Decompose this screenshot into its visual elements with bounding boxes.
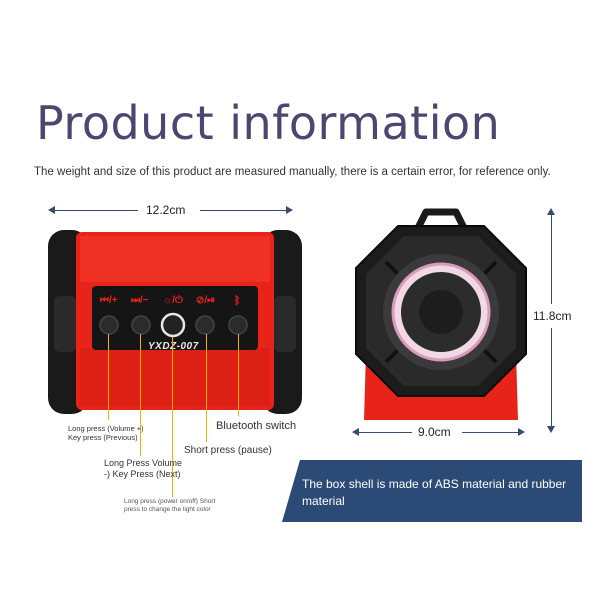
callout-next: Long Press Volume -) Key Press (Next): [104, 458, 182, 481]
arrow-down-icon: [547, 426, 555, 433]
button-row: [99, 312, 248, 338]
depth-label: 9.0cm: [418, 425, 451, 439]
prev-volume-up-icon: ⏮/+: [100, 295, 118, 306]
callout-bluetooth: Bluetooth switch: [216, 420, 297, 432]
power-light-icon: ☼/⏻: [163, 295, 183, 306]
material-banner-text: The box shell is made of ABS material an…: [302, 477, 567, 509]
arrow-right-icon: [518, 428, 525, 436]
callout-line-power: [172, 337, 173, 497]
callout-line-prev: [108, 334, 109, 420]
prev-button[interactable]: [100, 316, 118, 334]
callout-next-line2: -) Key Press (Next): [104, 469, 181, 480]
arrow-left-icon: [48, 206, 55, 214]
callout-line-pause: [206, 334, 207, 442]
bluetooth-button[interactable]: [229, 316, 247, 334]
mode-play-pause-icon: ⊘/⏯: [196, 295, 216, 306]
width-label: 12.2cm: [146, 203, 186, 217]
model-label: YXDZ-007: [148, 341, 199, 352]
callout-line-bluetooth: [238, 334, 239, 416]
callout-next-line1: Long Press Volume: [104, 458, 183, 468]
callout-power: Long press (power on/off) Short press to…: [124, 498, 216, 514]
mode-button[interactable]: [196, 316, 214, 334]
disclaimer-text: The weight and size of this product are …: [34, 166, 551, 178]
arrow-up-icon: [547, 208, 555, 215]
callout-pause: Short press (pause): [184, 445, 272, 456]
next-button[interactable]: [132, 316, 150, 334]
page-title: Product information: [36, 96, 501, 150]
height-label: 11.8cm: [533, 309, 572, 323]
material-banner: [282, 460, 582, 522]
next-volume-down-icon: ⏭/−: [131, 295, 149, 306]
arrow-left-icon: [352, 428, 359, 436]
bluetooth-icon: ᛒ: [234, 295, 241, 307]
speaker-side-view: [355, 208, 527, 420]
power-button[interactable]: [162, 314, 184, 336]
callout-line-next: [140, 334, 141, 456]
arrow-right-icon: [286, 206, 293, 214]
callout-prev: Long press (Volume +) Key press (Previou…: [68, 424, 144, 443]
